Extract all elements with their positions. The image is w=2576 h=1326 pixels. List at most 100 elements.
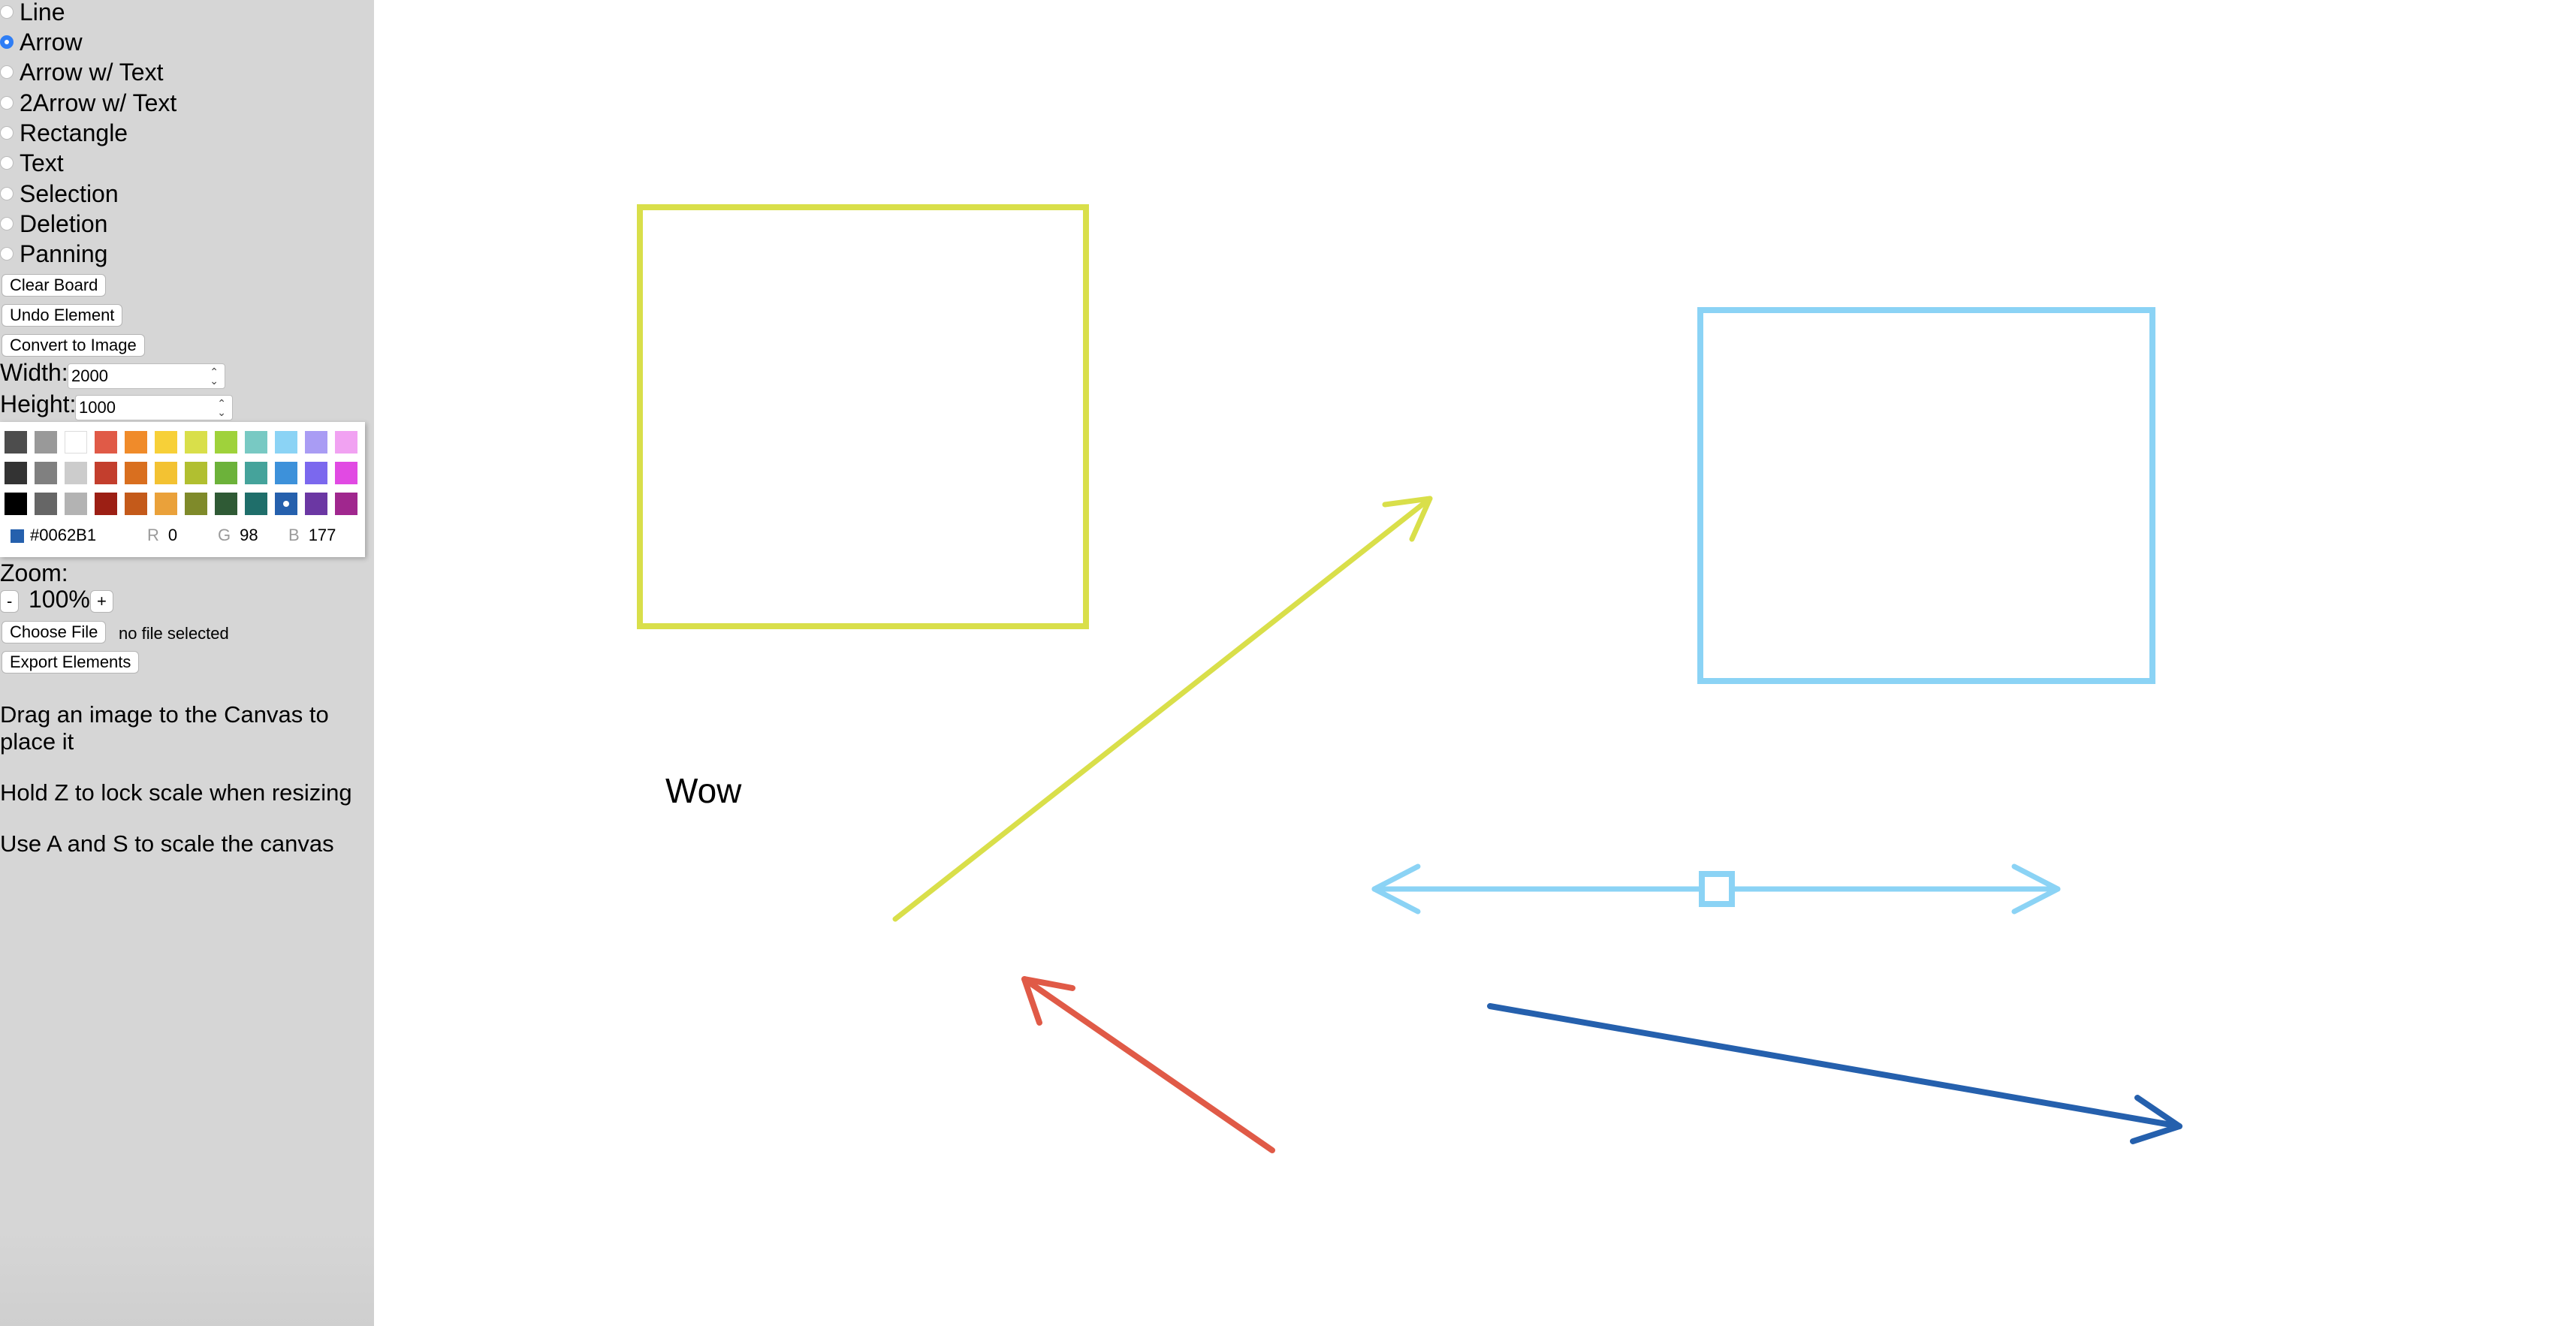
height-value: 1000 — [79, 398, 116, 417]
color-swatch[interactable] — [35, 493, 57, 515]
color-swatch[interactable] — [125, 493, 147, 515]
color-swatch[interactable] — [125, 431, 147, 454]
color-swatch[interactable] — [65, 431, 87, 454]
color-swatch[interactable] — [5, 493, 27, 515]
tool-panning[interactable]: Panning — [0, 239, 107, 269]
yellow-arrow[interactable] — [892, 496, 1433, 922]
sidebar: Line Arrow Arrow w/ Text 2Arrow w/ Text … — [0, 0, 374, 1326]
color-swatch[interactable] — [215, 431, 237, 454]
tool-double-arrow-with-text-label: 2Arrow w/ Text — [20, 89, 177, 116]
tool-deletion-radio[interactable] — [0, 217, 14, 231]
hex-value: #0062B1 — [30, 526, 97, 544]
tool-deletion[interactable]: Deletion — [0, 209, 107, 239]
tool-selection[interactable]: Selection — [0, 179, 119, 209]
color-swatch[interactable] — [65, 493, 87, 515]
tool-line-label: Line — [20, 0, 65, 26]
tool-text[interactable]: Text — [0, 148, 64, 178]
color-swatch[interactable] — [35, 431, 57, 454]
tool-arrow-with-text-radio[interactable] — [0, 65, 14, 79]
color-swatch[interactable] — [245, 431, 267, 454]
zoom-label: Zoom: — [0, 559, 68, 586]
color-swatch[interactable] — [275, 462, 297, 484]
color-swatch[interactable] — [305, 462, 327, 484]
tool-panning-radio[interactable] — [0, 247, 14, 261]
file-status: no file selected — [119, 624, 229, 643]
zoom-in-button[interactable]: + — [90, 590, 113, 613]
zoom-out-button[interactable]: - — [0, 590, 20, 613]
width-input[interactable]: 2000 ⌃⌄ — [68, 363, 225, 389]
undo-element-button[interactable]: Undo Element — [2, 304, 123, 327]
tool-arrow-label: Arrow — [20, 28, 83, 56]
color-swatch[interactable] — [275, 493, 297, 515]
tool-arrow[interactable]: Arrow — [0, 27, 83, 57]
color-swatch[interactable] — [335, 493, 357, 515]
width-stepper-icon[interactable]: ⌃⌄ — [210, 366, 219, 387]
color-swatch[interactable] — [95, 462, 117, 484]
color-swatch[interactable] — [5, 431, 27, 454]
color-swatch[interactable] — [125, 462, 147, 484]
choose-file-button[interactable]: Choose File — [2, 621, 107, 643]
color-swatch[interactable] — [215, 493, 237, 515]
color-swatch[interactable] — [185, 462, 207, 484]
color-swatch[interactable] — [305, 493, 327, 515]
color-swatch[interactable] — [155, 462, 177, 484]
color-swatch[interactable] — [5, 462, 27, 484]
color-swatch[interactable] — [95, 431, 117, 454]
yellow-rectangle[interactable] — [637, 204, 1089, 629]
tool-arrow-radio[interactable] — [0, 35, 14, 49]
color-swatch[interactable] — [335, 431, 357, 454]
color-swatch[interactable] — [155, 431, 177, 454]
color-swatch[interactable] — [245, 493, 267, 515]
clear-board-button[interactable]: Clear Board — [2, 274, 107, 297]
color-swatch[interactable] — [275, 431, 297, 454]
color-swatch[interactable] — [185, 431, 207, 454]
tool-selection-radio[interactable] — [0, 187, 14, 200]
tool-rectangle-radio[interactable] — [0, 126, 14, 140]
help-lock-scale: Hold Z to lock scale when resizing — [0, 779, 352, 806]
drawing-canvas[interactable] — [374, 0, 2576, 1326]
g-value: 98 — [240, 526, 258, 544]
tool-deletion-label: Deletion — [20, 209, 108, 237]
color-swatch[interactable] — [305, 431, 327, 454]
g-label: G — [218, 526, 231, 544]
export-elements-button[interactable]: Export Elements — [2, 651, 140, 674]
red-arrow[interactable] — [1021, 976, 1275, 1153]
color-swatch[interactable] — [65, 462, 87, 484]
convert-to-image-button[interactable]: Convert to Image — [2, 334, 145, 357]
color-swatch[interactable] — [335, 462, 357, 484]
width-value: 2000 — [71, 366, 108, 385]
color-swatch[interactable] — [35, 462, 57, 484]
light-blue-rectangle[interactable] — [1697, 307, 2155, 684]
help-drag-image: Drag an image to the Canvas to place it — [0, 701, 329, 755]
sidebar-shadow — [0, 1228, 374, 1326]
tool-line-radio[interactable] — [0, 5, 14, 19]
width-label: Width: — [0, 359, 68, 386]
tool-double-arrow-with-text-radio[interactable] — [0, 96, 14, 110]
height-stepper-icon[interactable]: ⌃⌄ — [217, 397, 226, 418]
tool-panning-label: Panning — [20, 240, 108, 267]
color-swatch[interactable] — [185, 493, 207, 515]
blue-arrow[interactable] — [1487, 1003, 2182, 1144]
tool-text-radio[interactable] — [0, 156, 14, 170]
tool-arrow-with-text[interactable]: Arrow w/ Text — [0, 57, 163, 87]
color-swatch[interactable] — [245, 462, 267, 484]
g-readout[interactable]: G 98 — [218, 526, 258, 545]
color-swatch[interactable] — [95, 493, 117, 515]
tool-text-label: Text — [20, 149, 64, 176]
r-value: 0 — [167, 526, 178, 544]
color-swatch[interactable] — [155, 493, 177, 515]
tool-selection-label: Selection — [20, 179, 119, 207]
color-swatch[interactable] — [215, 462, 237, 484]
tool-double-arrow-with-text[interactable]: 2Arrow w/ Text — [0, 88, 176, 118]
help-scale-canvas: Use A and S to scale the canvas — [0, 830, 334, 857]
tool-line[interactable]: Line — [0, 0, 65, 27]
tool-arrow-with-text-label: Arrow w/ Text — [20, 58, 164, 86]
tool-rectangle-label: Rectangle — [20, 119, 128, 146]
height-input[interactable]: 1000 ⌃⌄ — [75, 395, 233, 420]
tool-rectangle[interactable]: Rectangle — [0, 118, 128, 148]
canvas-text-element[interactable]: Wow — [665, 771, 742, 810]
arrow-text-handle[interactable] — [1699, 871, 1735, 907]
hex-readout[interactable]: #0062B1 — [11, 526, 96, 545]
